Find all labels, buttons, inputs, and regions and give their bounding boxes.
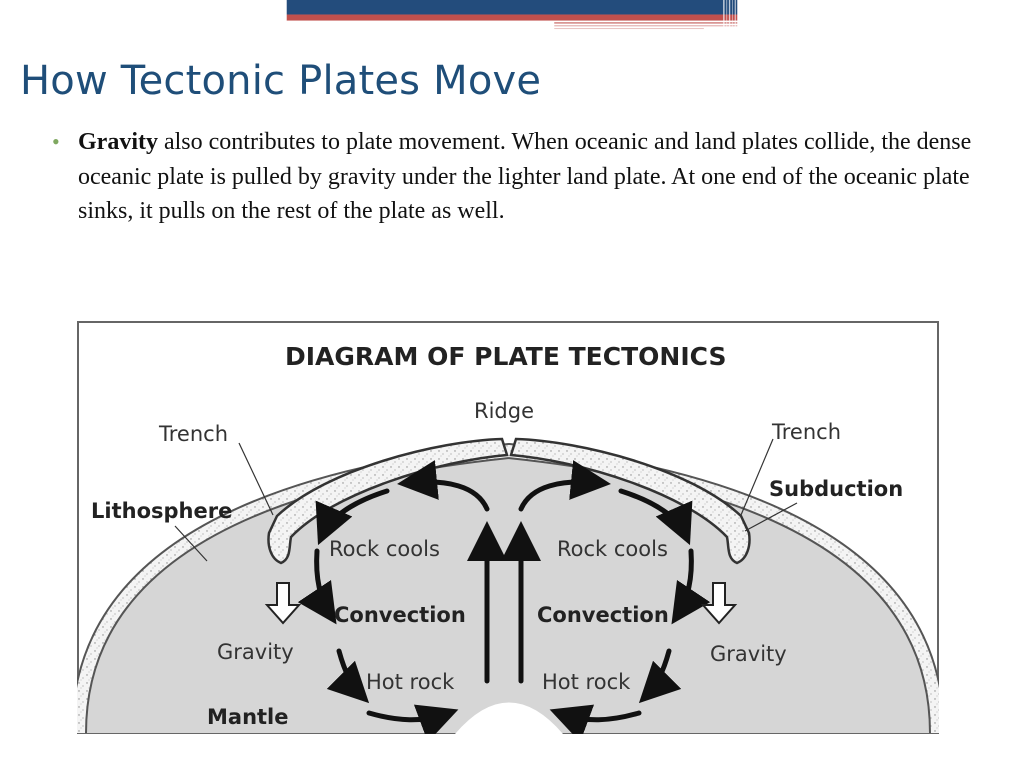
convection-right-label: Convection: [537, 603, 669, 627]
mantle-label: Mantle: [207, 705, 289, 729]
gravity-right-arrow-icon: [700, 582, 738, 625]
convection-left-label: Convection: [334, 603, 466, 627]
trench-left-label: Trench: [158, 422, 228, 446]
bullet-list: • Gravity also contributes to plate move…: [52, 125, 972, 229]
bullet-term: Gravity: [78, 129, 158, 155]
diagram-title: DIAGRAM OF PLATE TECTONICS: [285, 342, 726, 371]
subduction-label: Subduction: [769, 477, 903, 501]
gravity-left-arrow-icon: [264, 582, 302, 625]
bullet-item: • Gravity also contributes to plate move…: [52, 125, 972, 229]
slide-title: How Tectonic Plates Move: [20, 58, 542, 104]
gravity-left-label: Gravity: [217, 640, 294, 664]
hot-rock-left-label: Hot rock: [366, 670, 455, 694]
upwelling-blob: [455, 702, 563, 734]
lithosphere-label: Lithosphere: [91, 499, 232, 523]
bullet-dot-icon: •: [52, 129, 60, 154]
rock-cools-left-label: Rock cools: [329, 537, 440, 561]
header-decoration-bar: [286, 0, 738, 31]
hot-rock-right-label: Hot rock: [542, 670, 631, 694]
plate-tectonics-diagram: DIAGRAM OF PLATE TECTONICS Ridge Trench …: [77, 321, 939, 734]
right-oceanic-plate: [509, 437, 751, 565]
gravity-right-label: Gravity: [710, 642, 787, 666]
bullet-text: also contributes to plate movement. When…: [78, 129, 972, 224]
right-convection-arrows: [501, 460, 711, 734]
ridge-label: Ridge: [474, 399, 534, 423]
left-convection-arrows: [297, 460, 507, 734]
rock-cools-right-label: Rock cools: [557, 537, 668, 561]
trench-right-label: Trench: [771, 420, 841, 444]
